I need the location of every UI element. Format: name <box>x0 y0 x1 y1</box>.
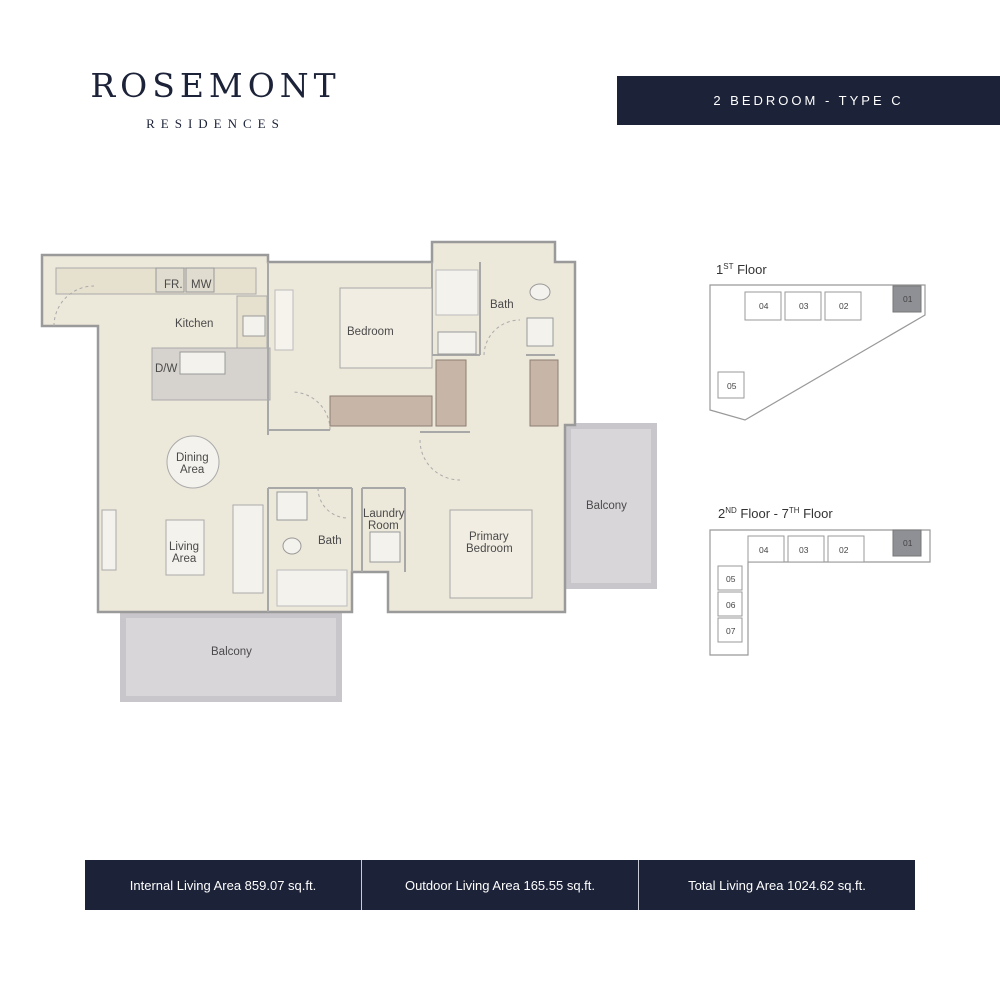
laundry-label-1: Laundry <box>363 508 405 520</box>
living-label-2: Area <box>172 553 197 565</box>
unit-01: 01 <box>903 538 913 548</box>
wardrobe-primary-right <box>529 359 559 427</box>
unit-04: 04 <box>759 545 769 555</box>
internal-area: Internal Living Area 859.07 sq.ft. <box>85 860 362 910</box>
toilet-mid <box>282 537 302 555</box>
wardrobe-bedroom <box>329 395 433 427</box>
coffee-table <box>165 519 205 576</box>
stove-icon <box>242 315 266 337</box>
dining-table <box>166 435 220 489</box>
primary-bed <box>449 509 533 599</box>
wardrobe-primary-left <box>435 359 467 427</box>
tv-console <box>101 509 117 571</box>
primary-label-2: Bedroom <box>466 543 513 555</box>
dining-label-1: Dining <box>176 452 209 464</box>
fridge <box>155 267 185 293</box>
key-plan-1-title: 1ST Floor <box>716 262 767 277</box>
outdoor-area: Outdoor Living Area 165.55 sq.ft. <box>362 860 639 910</box>
balcony-right-label: Balcony <box>586 500 627 512</box>
washer <box>369 531 401 563</box>
unit-02: 02 <box>839 545 849 555</box>
balcony-bottom-label: Balcony <box>211 646 252 658</box>
bath-top-label: Bath <box>490 299 514 311</box>
key-plan-2nd-7th-floor: 2ND Floor - 7TH Floor 04 03 02 01 05 06 … <box>709 506 931 656</box>
interior-walls <box>267 262 555 612</box>
unit-02: 02 <box>839 301 849 311</box>
key-plan-1st-floor: 1ST Floor 04 03 02 01 05 <box>709 262 926 421</box>
key-plan-2-title: 2ND Floor - 7TH Floor <box>718 506 833 521</box>
brand-subtitle: RESIDENCES <box>146 116 285 131</box>
brand-name: ROSEMONT <box>90 66 341 105</box>
vanity-mid <box>276 491 308 521</box>
unit-07: 07 <box>726 626 736 636</box>
bath-mid-label: Bath <box>318 535 342 547</box>
bedroom-label: Bedroom <box>347 326 394 338</box>
kitchen-label: Kitchen <box>175 318 213 330</box>
unit-05: 05 <box>727 381 737 391</box>
toilet-top <box>529 283 551 301</box>
unit-05: 05 <box>726 574 736 584</box>
vanity-top <box>526 317 554 347</box>
primary-label-1: Primary <box>469 531 509 543</box>
shower-mid <box>276 569 348 607</box>
total-area: Total Living Area 1024.62 sq.ft. <box>688 877 866 893</box>
unit-03: 03 <box>799 301 809 311</box>
sofa <box>232 504 264 594</box>
dining-label-2: Area <box>180 464 205 476</box>
unit-03: 03 <box>799 545 809 555</box>
balcony-right <box>571 429 651 583</box>
sink-icon <box>179 351 226 375</box>
unit-01: 01 <box>903 294 913 304</box>
nightstand <box>274 289 294 351</box>
shower-tray <box>437 331 477 355</box>
unit-type-banner: 2 BEDROOM - TYPE C <box>617 76 1000 125</box>
door-swings <box>53 285 521 519</box>
bed <box>339 287 433 369</box>
area-summary-bar: Internal Living Area 859.07 sq.ft. Outdo… <box>85 860 915 910</box>
unit-06: 06 <box>726 600 736 610</box>
shower <box>435 269 479 316</box>
unit-04: 04 <box>759 301 769 311</box>
dishwasher-label: D/W <box>155 363 178 375</box>
balcony-bottom <box>126 618 336 696</box>
brand-logo: ROSEMONT RESIDENCES <box>88 66 343 132</box>
microwave-label: MW <box>191 279 212 291</box>
unit-type-label: 2 BEDROOM - TYPE C <box>713 93 904 108</box>
laundry-label-2: Room <box>368 520 399 532</box>
living-label-1: Living <box>169 541 199 553</box>
microwave <box>185 267 215 293</box>
fridge-label: FR. <box>164 279 183 291</box>
